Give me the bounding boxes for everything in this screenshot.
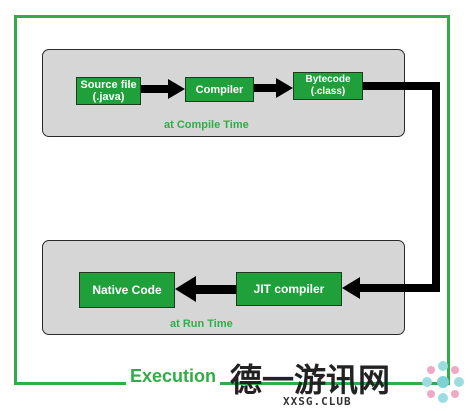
source-file-ext: (.java) [92, 91, 125, 103]
source-file-node: Source file (.java) [76, 77, 141, 105]
compiler-label: Compiler [195, 83, 244, 96]
bytecode-ext: (.class) [310, 86, 346, 97]
arrow-source-to-compiler [141, 79, 185, 99]
execution-label: Execution [126, 366, 221, 387]
arrow-compiler-to-bytecode [254, 78, 293, 98]
arrow-bytecode-to-jit [342, 82, 440, 299]
bytecode-node: Bytecode (.class) [293, 72, 363, 100]
compiler-node: Compiler [185, 77, 254, 102]
outer-frame [14, 15, 450, 385]
jit-compiler-node: JIT compiler [236, 272, 342, 306]
source-file-label: Source file [80, 79, 137, 91]
native-code-label: Native Code [92, 283, 162, 297]
run-time-caption: at Run Time [170, 318, 233, 330]
bytecode-label: Bytecode [305, 74, 351, 85]
native-code-node: Native Code [79, 272, 175, 308]
compile-time-caption: at Compile Time [164, 119, 249, 131]
arrow-jit-to-native [175, 276, 236, 302]
watermark-subtitle: XXSG.CLUB [283, 395, 352, 408]
flower-dots-icon [422, 361, 464, 403]
jit-compiler-label: JIT compiler [253, 282, 325, 296]
watermark-title: 德一游讯网 [230, 361, 391, 399]
watermark: 德一游讯网 XXSG.CLUB [220, 354, 474, 411]
